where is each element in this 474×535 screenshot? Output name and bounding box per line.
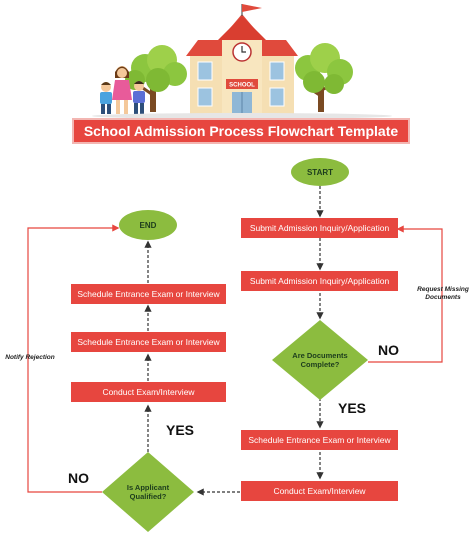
school-building-icon: SCHOOL: [186, 4, 298, 115]
documents-decision-diamond: [272, 320, 368, 400]
connector-documents-no-loop: [368, 225, 443, 363]
qualified-yes-label: YES: [166, 422, 195, 438]
page-title: School Admission Process Flowchart Templ…: [72, 118, 410, 144]
submit-application-box-2: Submit Admission Inquiry/Application: [241, 271, 398, 291]
family-icon: [100, 66, 145, 114]
documents-no-label: NO: [378, 342, 399, 358]
connectors: [27, 186, 443, 496]
connector-qualified-no-loop: [27, 224, 120, 493]
schedule-exam-box-left-lower: Schedule Entrance Exam or Interview: [71, 332, 226, 352]
request-missing-documents-note: Request Missing Documents: [417, 286, 469, 301]
right-tree-icon: [295, 43, 353, 112]
start-node: START: [291, 158, 349, 186]
documents-decision-label: Are Documents Complete?: [292, 351, 348, 369]
left-tree-icon: [125, 45, 187, 112]
school-illustration: SCHOOL: [92, 4, 392, 119]
qualified-no-label: NO: [68, 470, 89, 486]
qualified-decision-label: Is Applicant Qualified?: [126, 483, 170, 501]
schedule-exam-box-left-upper: Schedule Entrance Exam or Interview: [71, 284, 226, 304]
conduct-exam-box-left: Conduct Exam/Interview: [71, 382, 226, 402]
notify-rejection-note: Notify Rejection: [5, 354, 55, 361]
school-sign: SCHOOL: [229, 83, 255, 89]
schedule-exam-box-right: Schedule Entrance Exam or Interview: [241, 430, 398, 450]
documents-yes-label: YES: [338, 400, 367, 416]
qualified-decision-diamond: [102, 452, 194, 532]
end-node: END: [119, 210, 177, 240]
conduct-exam-box-right: Conduct Exam/Interview: [241, 481, 398, 501]
submit-application-box-1: Submit Admission Inquiry/Application: [241, 218, 398, 238]
